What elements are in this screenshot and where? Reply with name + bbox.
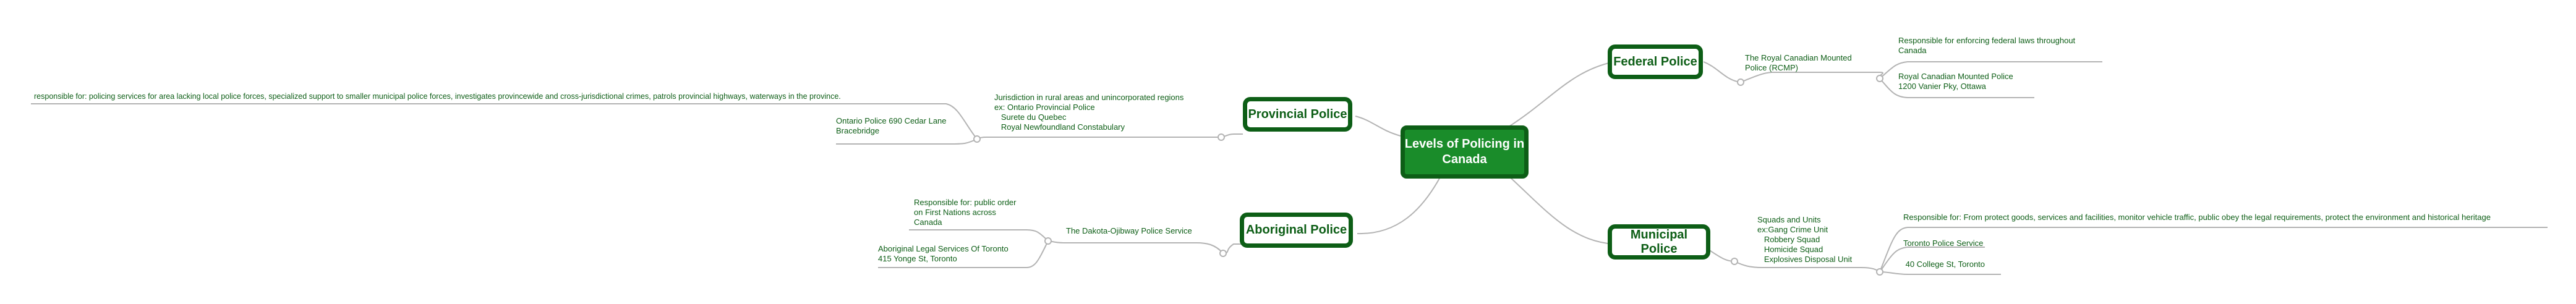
connector-service-address [878,240,1049,268]
connector-central-federal [1508,61,1614,127]
connector-rcmp-responsible [1879,61,2102,79]
branch-provincial-police-label: Provincial Police [1248,107,1347,121]
connector-rcmp-underline [1740,72,1880,83]
junction-federal [1737,78,1744,86]
central-topic[interactable]: Levels of Policing in Canada [1401,125,1529,179]
junction-squads [1876,268,1883,276]
connector-service-underline [1064,242,1224,254]
connector-service-responsible [909,229,1049,242]
branch-municipal-police-label: Municipal Police [1630,227,1688,256]
municipal-service-label[interactable]: Toronto Police Service [1903,239,1984,248]
branch-provincial-police[interactable]: Provincial Police [1243,97,1352,132]
municipal-responsible-label[interactable]: Responsible for: From protect goods, ser… [1903,213,2491,222]
branch-federal-police-label: Federal Police [1613,54,1697,69]
connector-central-provincial [1355,116,1401,137]
connector-rcmp-address [1879,78,2034,98]
provincial-jurisdiction-label[interactable]: Jurisdiction in rural areas and unincorp… [994,93,1184,132]
connector-squads-address [1879,271,2001,275]
provincial-address-label[interactable]: Ontario Police 690 Cedar Lane Bracebridg… [836,116,947,135]
junction-jurisdiction [973,135,981,143]
connector-federal-rcmp [1703,61,1741,83]
connector-central-aboriginal [1357,175,1441,235]
connector-squads-service [1879,247,1985,272]
municipal-address-label[interactable]: 40 College St, Toronto [1903,260,1985,269]
connector-central-municipal [1508,175,1614,245]
connector-jurisdiction-address [836,138,978,145]
junction-aboriginal [1219,250,1227,257]
junction-rcmp [1876,75,1883,82]
federal-rcmp-label[interactable]: The Royal Canadian Mounted Police (RCMP) [1745,53,1852,72]
federal-responsible-label[interactable]: Responsible for enforcing federal laws t… [1898,36,2076,55]
aboriginal-responsible-label[interactable]: Responsible for: public order on First N… [914,198,1017,227]
junction-municipal [1731,258,1738,265]
branch-aboriginal-police-label: Aboriginal Police [1245,223,1347,237]
connector-squads-responsible [1879,227,2548,272]
branch-municipal-police[interactable]: Municipal Police [1608,224,1710,260]
junction-service [1044,237,1052,245]
aboriginal-service-label[interactable]: The Dakota-Ojibway Police Service [1066,226,1192,235]
federal-address-label[interactable]: Royal Canadian Mounted Police 1200 Vanie… [1898,72,2013,91]
branch-aboriginal-police[interactable]: Aboriginal Police [1240,213,1353,248]
aboriginal-address-label[interactable]: Aboriginal Legal Services Of Toronto 415… [878,244,1009,263]
provincial-responsible-label[interactable]: responsible for: policing services for a… [34,92,841,101]
connector-jurisdiction-responsible [31,103,978,140]
municipal-squads-label[interactable]: Squads and Units ex:Gang Crime Unit Robb… [1757,215,1853,264]
branch-federal-police[interactable]: Federal Police [1608,44,1703,79]
connector-municipal-squads [1706,248,1735,262]
central-topic-label: Levels of Policing in Canada [1404,137,1525,166]
junction-provincial [1218,133,1225,141]
